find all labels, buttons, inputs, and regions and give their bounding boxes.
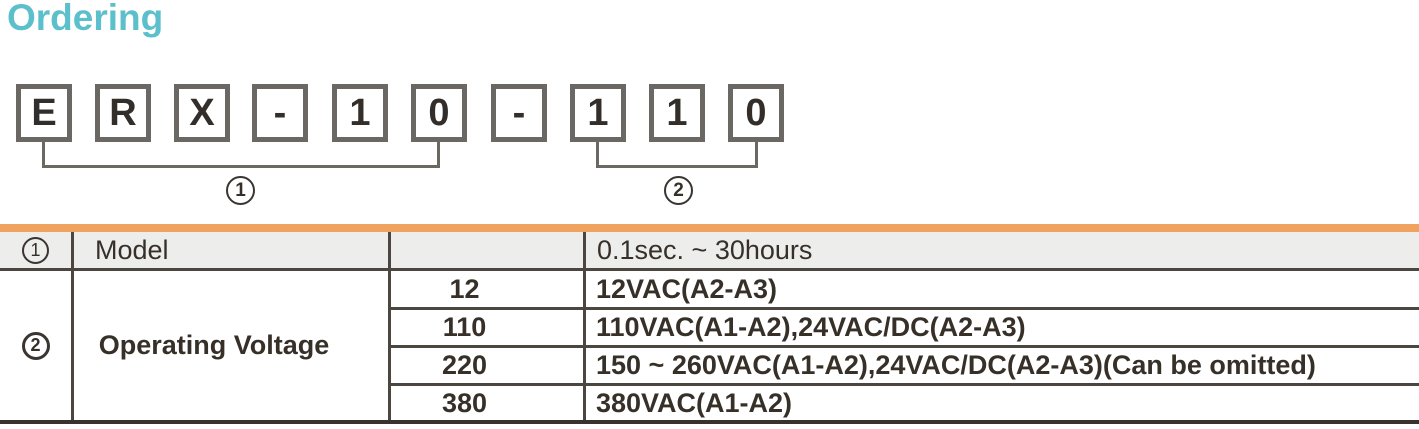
section-marker-circle: 2 (21, 331, 50, 360)
voltage-code: 220 (388, 345, 583, 383)
part-number-box: - (252, 84, 308, 142)
group1-marker-number: 1 (235, 179, 246, 201)
part-number-box: 0 (411, 84, 467, 142)
voltage-desc: 380VAC(A1-A2) (583, 383, 1419, 420)
page-title: Ordering (7, 0, 164, 38)
ordering-table-grid: 1 Model 0.1sec. ~ 30hours 2 Operating Vo… (0, 232, 1419, 420)
group2-marker: 2 (664, 176, 693, 205)
voltage-desc: 12VAC(A2-A3) (583, 271, 1419, 307)
header-code-cell (388, 232, 583, 271)
voltage-desc: 150 ~ 260VAC(A1-A2),24VAC/DC(A2-A3)(Can … (583, 345, 1419, 383)
part-number-box: 1 (332, 84, 388, 142)
header-model-cell: Model (71, 232, 388, 271)
ordering-table: 1 Model 0.1sec. ~ 30hours 2 Operating Vo… (0, 224, 1419, 424)
group2-marker-number: 2 (673, 179, 684, 201)
header-marker-cell: 1 (0, 232, 71, 271)
section-name-cell: Operating Voltage (71, 271, 388, 420)
part-number-box: X (174, 84, 230, 142)
part-number-box: R (95, 84, 151, 142)
group1-bracket (42, 142, 440, 168)
part-number-box: 1 (649, 84, 705, 142)
table-top-accent-bar (0, 224, 1419, 232)
header-range-cell: 0.1sec. ~ 30hours (583, 232, 1419, 271)
part-number-box: 0 (728, 84, 784, 142)
section-marker-cell: 2 (0, 271, 71, 420)
group2-bracket (596, 142, 758, 168)
section-marker-number: 2 (30, 335, 41, 355)
voltage-desc: 110VAC(A1-A2),24VAC/DC(A2-A3) (583, 307, 1419, 345)
header-marker-circle: 1 (22, 236, 49, 264)
header-marker-number: 1 (30, 239, 41, 260)
voltage-code: 380 (388, 383, 583, 420)
part-number-box: 1 (570, 84, 626, 142)
voltage-code: 12 (388, 271, 583, 307)
group1-marker: 1 (226, 176, 255, 205)
table-bottom-border (0, 420, 1419, 424)
part-number-box: E (16, 84, 72, 142)
voltage-code: 110 (388, 307, 583, 345)
part-number-box: - (491, 84, 547, 142)
